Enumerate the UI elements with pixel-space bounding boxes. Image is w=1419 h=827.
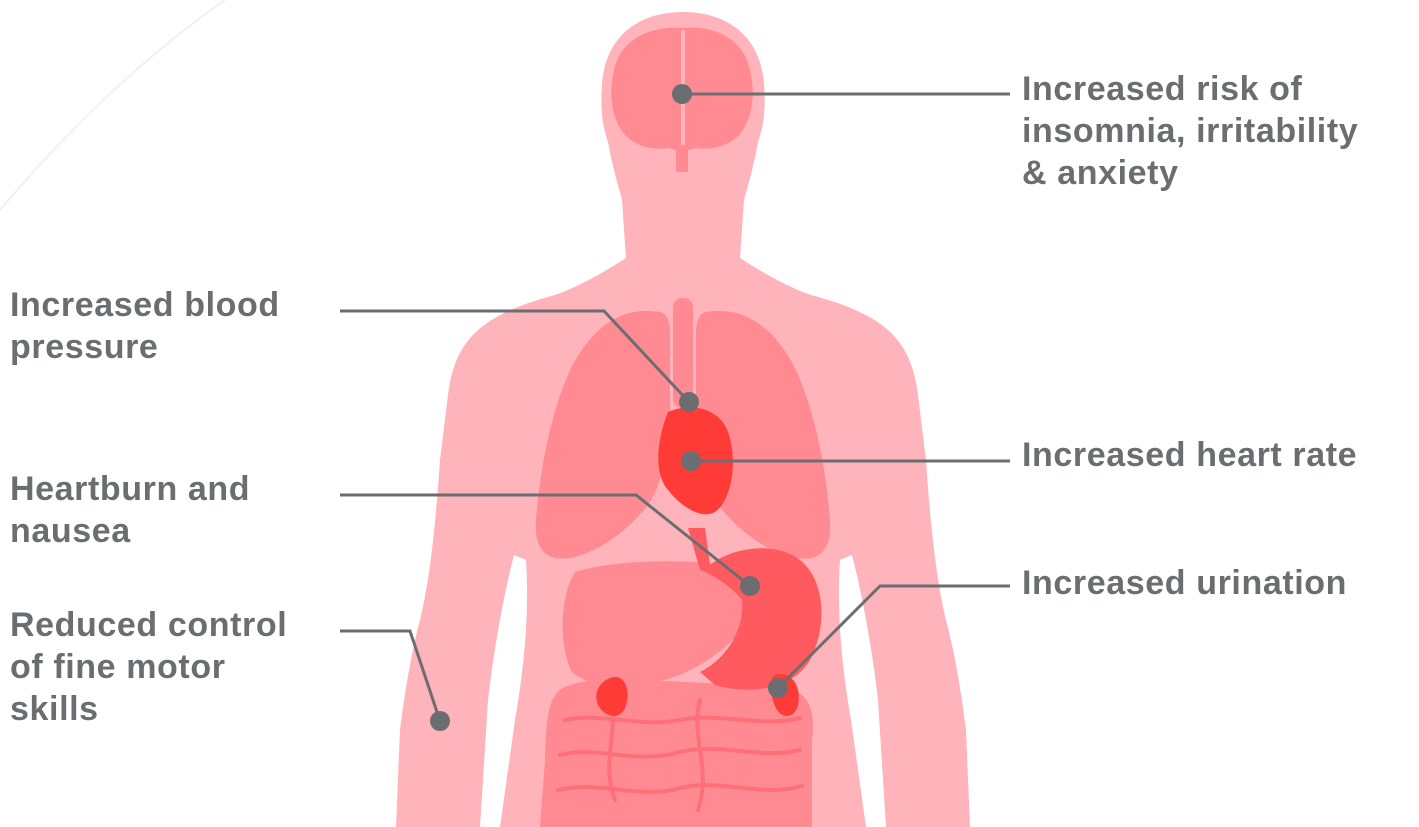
label-heart-rate-line1: Increased heart rate	[1022, 434, 1357, 476]
blood-pressure-pointer-dot	[679, 392, 699, 412]
decorative-arc	[0, 0, 225, 210]
heartburn-pointer-dot	[740, 576, 760, 596]
label-motor: Reduced control of fine motor skills	[10, 604, 287, 730]
label-heartburn-line1: Heartburn and	[10, 468, 250, 510]
label-motor-line3: skills	[10, 688, 287, 730]
label-motor-line2: of fine motor	[10, 646, 287, 688]
label-brain-line2: insomnia, irritability	[1022, 110, 1358, 152]
label-heartburn: Heartburn and nausea	[10, 468, 250, 552]
label-heartburn-line2: nausea	[10, 510, 250, 552]
label-urination: Increased urination	[1022, 562, 1347, 604]
label-blood-pressure-line1: Increased blood	[10, 284, 280, 326]
label-urination-line1: Increased urination	[1022, 562, 1347, 604]
label-blood-pressure-line2: pressure	[10, 326, 280, 368]
label-brain-line1: Increased risk of	[1022, 68, 1358, 110]
label-brain: Increased risk of insomnia, irritability…	[1022, 68, 1358, 194]
trachea	[673, 298, 693, 408]
heart-rate-pointer-dot	[681, 451, 701, 471]
label-heart-rate: Increased heart rate	[1022, 434, 1357, 476]
motor-pointer-dot	[430, 711, 450, 731]
label-blood-pressure: Increased blood pressure	[10, 284, 280, 368]
urination-pointer-dot	[768, 678, 788, 698]
label-brain-line3: & anxiety	[1022, 152, 1358, 194]
brain-pointer-dot	[672, 84, 692, 104]
label-motor-line1: Reduced control	[10, 604, 287, 646]
